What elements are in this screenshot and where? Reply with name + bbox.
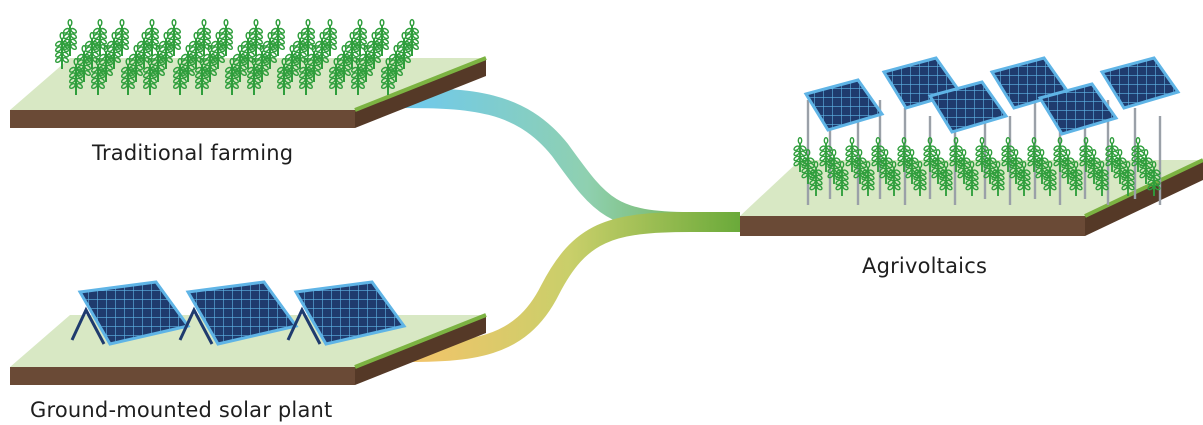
label-ground-mounted-solar: Ground-mounted solar plant bbox=[30, 398, 332, 422]
soil-front bbox=[740, 216, 1085, 236]
soil-front bbox=[10, 367, 355, 385]
soil-front bbox=[10, 110, 355, 128]
panel-surface bbox=[1102, 58, 1178, 108]
label-agrivoltaics: Agrivoltaics bbox=[862, 254, 987, 278]
panel-surface bbox=[806, 80, 882, 130]
flow-connectors bbox=[400, 98, 740, 352]
solar-panel-canopy-1 bbox=[806, 80, 882, 130]
solar-panel-canopy-6 bbox=[1102, 58, 1178, 108]
label-traditional-farming: Traditional farming bbox=[92, 141, 293, 165]
flow-traditional bbox=[400, 98, 740, 222]
